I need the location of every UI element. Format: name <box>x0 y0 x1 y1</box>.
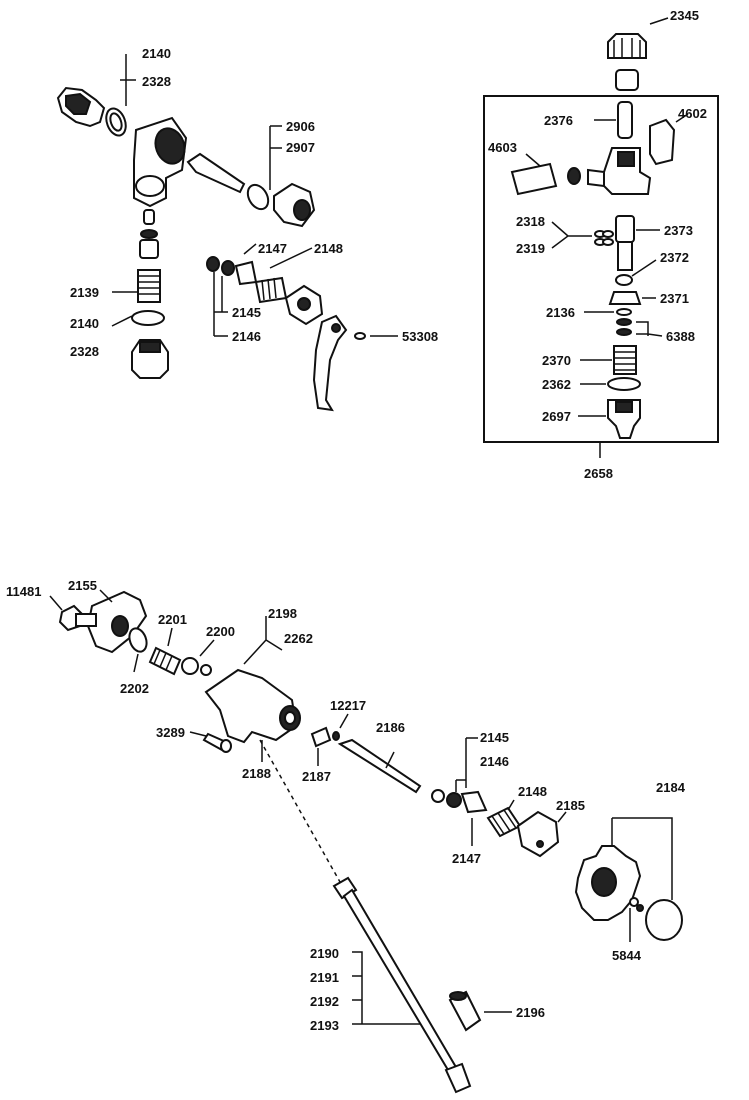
label-2370: 2370 <box>542 353 571 368</box>
label-2190: 2190 <box>310 946 339 961</box>
label-2145-top: 2145 <box>232 305 261 320</box>
label-2184: 2184 <box>656 780 686 795</box>
label-2345: 2345 <box>670 8 699 23</box>
label-2907: 2907 <box>286 140 315 155</box>
left-inlet-fitting <box>56 86 127 137</box>
bottom-hydrant-assembly <box>49 589 683 1094</box>
label-2198: 2198 <box>268 606 297 621</box>
label-2196: 2196 <box>516 1005 545 1020</box>
label-2186: 2186 <box>376 720 405 735</box>
boxed-cartridge-assembly <box>483 17 719 458</box>
label-2188: 2188 <box>242 766 271 781</box>
part-number-labels: 2140 2328 2906 2907 2147 2148 2139 2140 … <box>6 8 707 1033</box>
label-3289: 3289 <box>156 725 185 740</box>
label-2200: 2200 <box>206 624 235 639</box>
label-2187: 2187 <box>302 769 331 784</box>
label-2201: 2201 <box>158 612 187 627</box>
top-left-valve-assembly <box>56 54 398 412</box>
label-2262: 2262 <box>284 631 313 646</box>
label-2202: 2202 <box>120 681 149 696</box>
label-6388: 6388 <box>666 329 695 344</box>
label-12217: 12217 <box>330 698 366 713</box>
label-2328-lower: 2328 <box>70 344 99 359</box>
label-2145-bottom: 2145 <box>480 730 509 745</box>
label-4603: 4603 <box>488 140 517 155</box>
lower-stack <box>131 209 169 379</box>
label-2147-bottom: 2147 <box>452 851 481 866</box>
label-2658: 2658 <box>584 466 613 481</box>
label-2376: 2376 <box>544 113 573 128</box>
label-2192: 2192 <box>310 994 339 1009</box>
elbow-body <box>133 116 188 208</box>
label-2372: 2372 <box>660 250 689 265</box>
label-4602: 4602 <box>678 106 707 121</box>
right-stem-parts <box>206 256 324 326</box>
label-2362: 2362 <box>542 377 571 392</box>
label-5844: 5844 <box>612 948 642 963</box>
label-2185: 2185 <box>556 798 585 813</box>
label-53308: 53308 <box>402 329 438 344</box>
label-2193: 2193 <box>310 1018 339 1033</box>
label-2906: 2906 <box>286 119 315 134</box>
label-11481: 11481 <box>6 584 41 599</box>
label-2697: 2697 <box>542 409 571 424</box>
label-2371: 2371 <box>660 291 689 306</box>
label-2155: 2155 <box>68 578 97 593</box>
lever-handle <box>312 314 366 412</box>
label-2319: 2319 <box>516 241 545 256</box>
stem <box>186 152 316 228</box>
label-2147-top: 2147 <box>258 241 287 256</box>
label-2148-top: 2148 <box>314 241 343 256</box>
label-2318: 2318 <box>516 214 545 229</box>
label-2328-top: 2328 <box>142 74 171 89</box>
label-2139: 2139 <box>70 285 99 300</box>
cartridge-box <box>483 95 719 443</box>
label-2140-top: 2140 <box>142 46 171 61</box>
label-2373: 2373 <box>664 223 693 238</box>
label-2148-bottom: 2148 <box>518 784 547 799</box>
label-2140-lower: 2140 <box>70 316 99 331</box>
label-2136: 2136 <box>546 305 575 320</box>
label-2191: 2191 <box>310 970 339 985</box>
label-2146-bottom: 2146 <box>480 754 509 769</box>
label-2146-top: 2146 <box>232 329 261 344</box>
